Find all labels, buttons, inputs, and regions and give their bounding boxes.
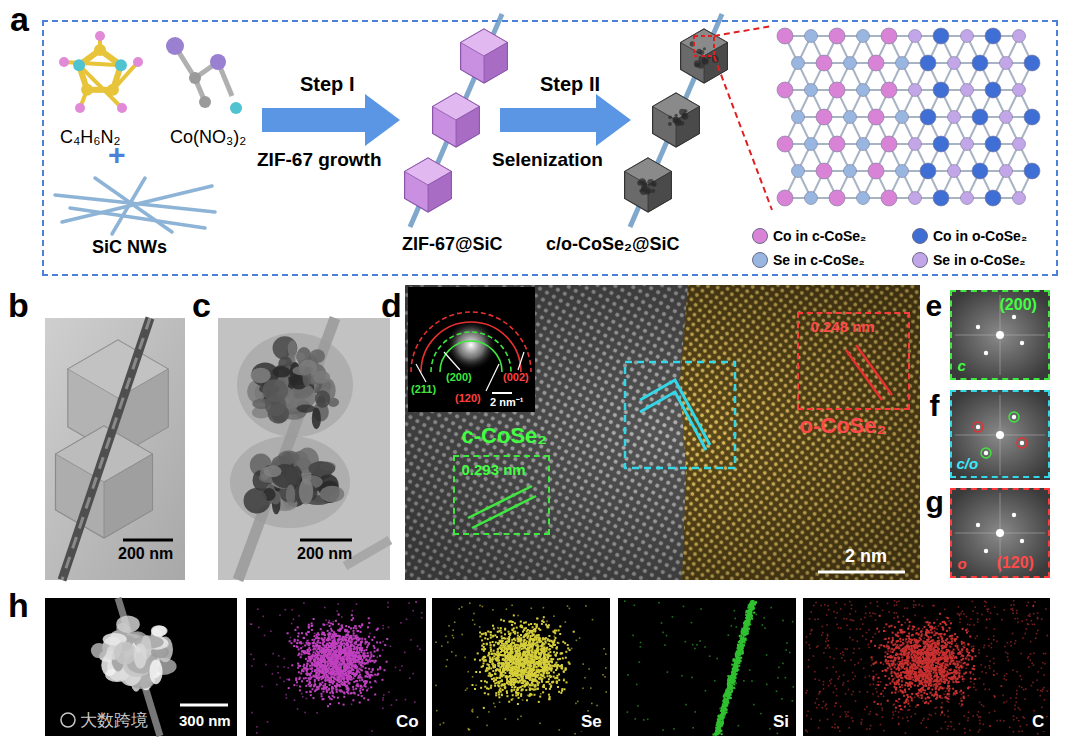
figure-stage: ab200 nmc200 nmd2 nm(211)(200)(120)(002)… [0, 0, 1080, 744]
